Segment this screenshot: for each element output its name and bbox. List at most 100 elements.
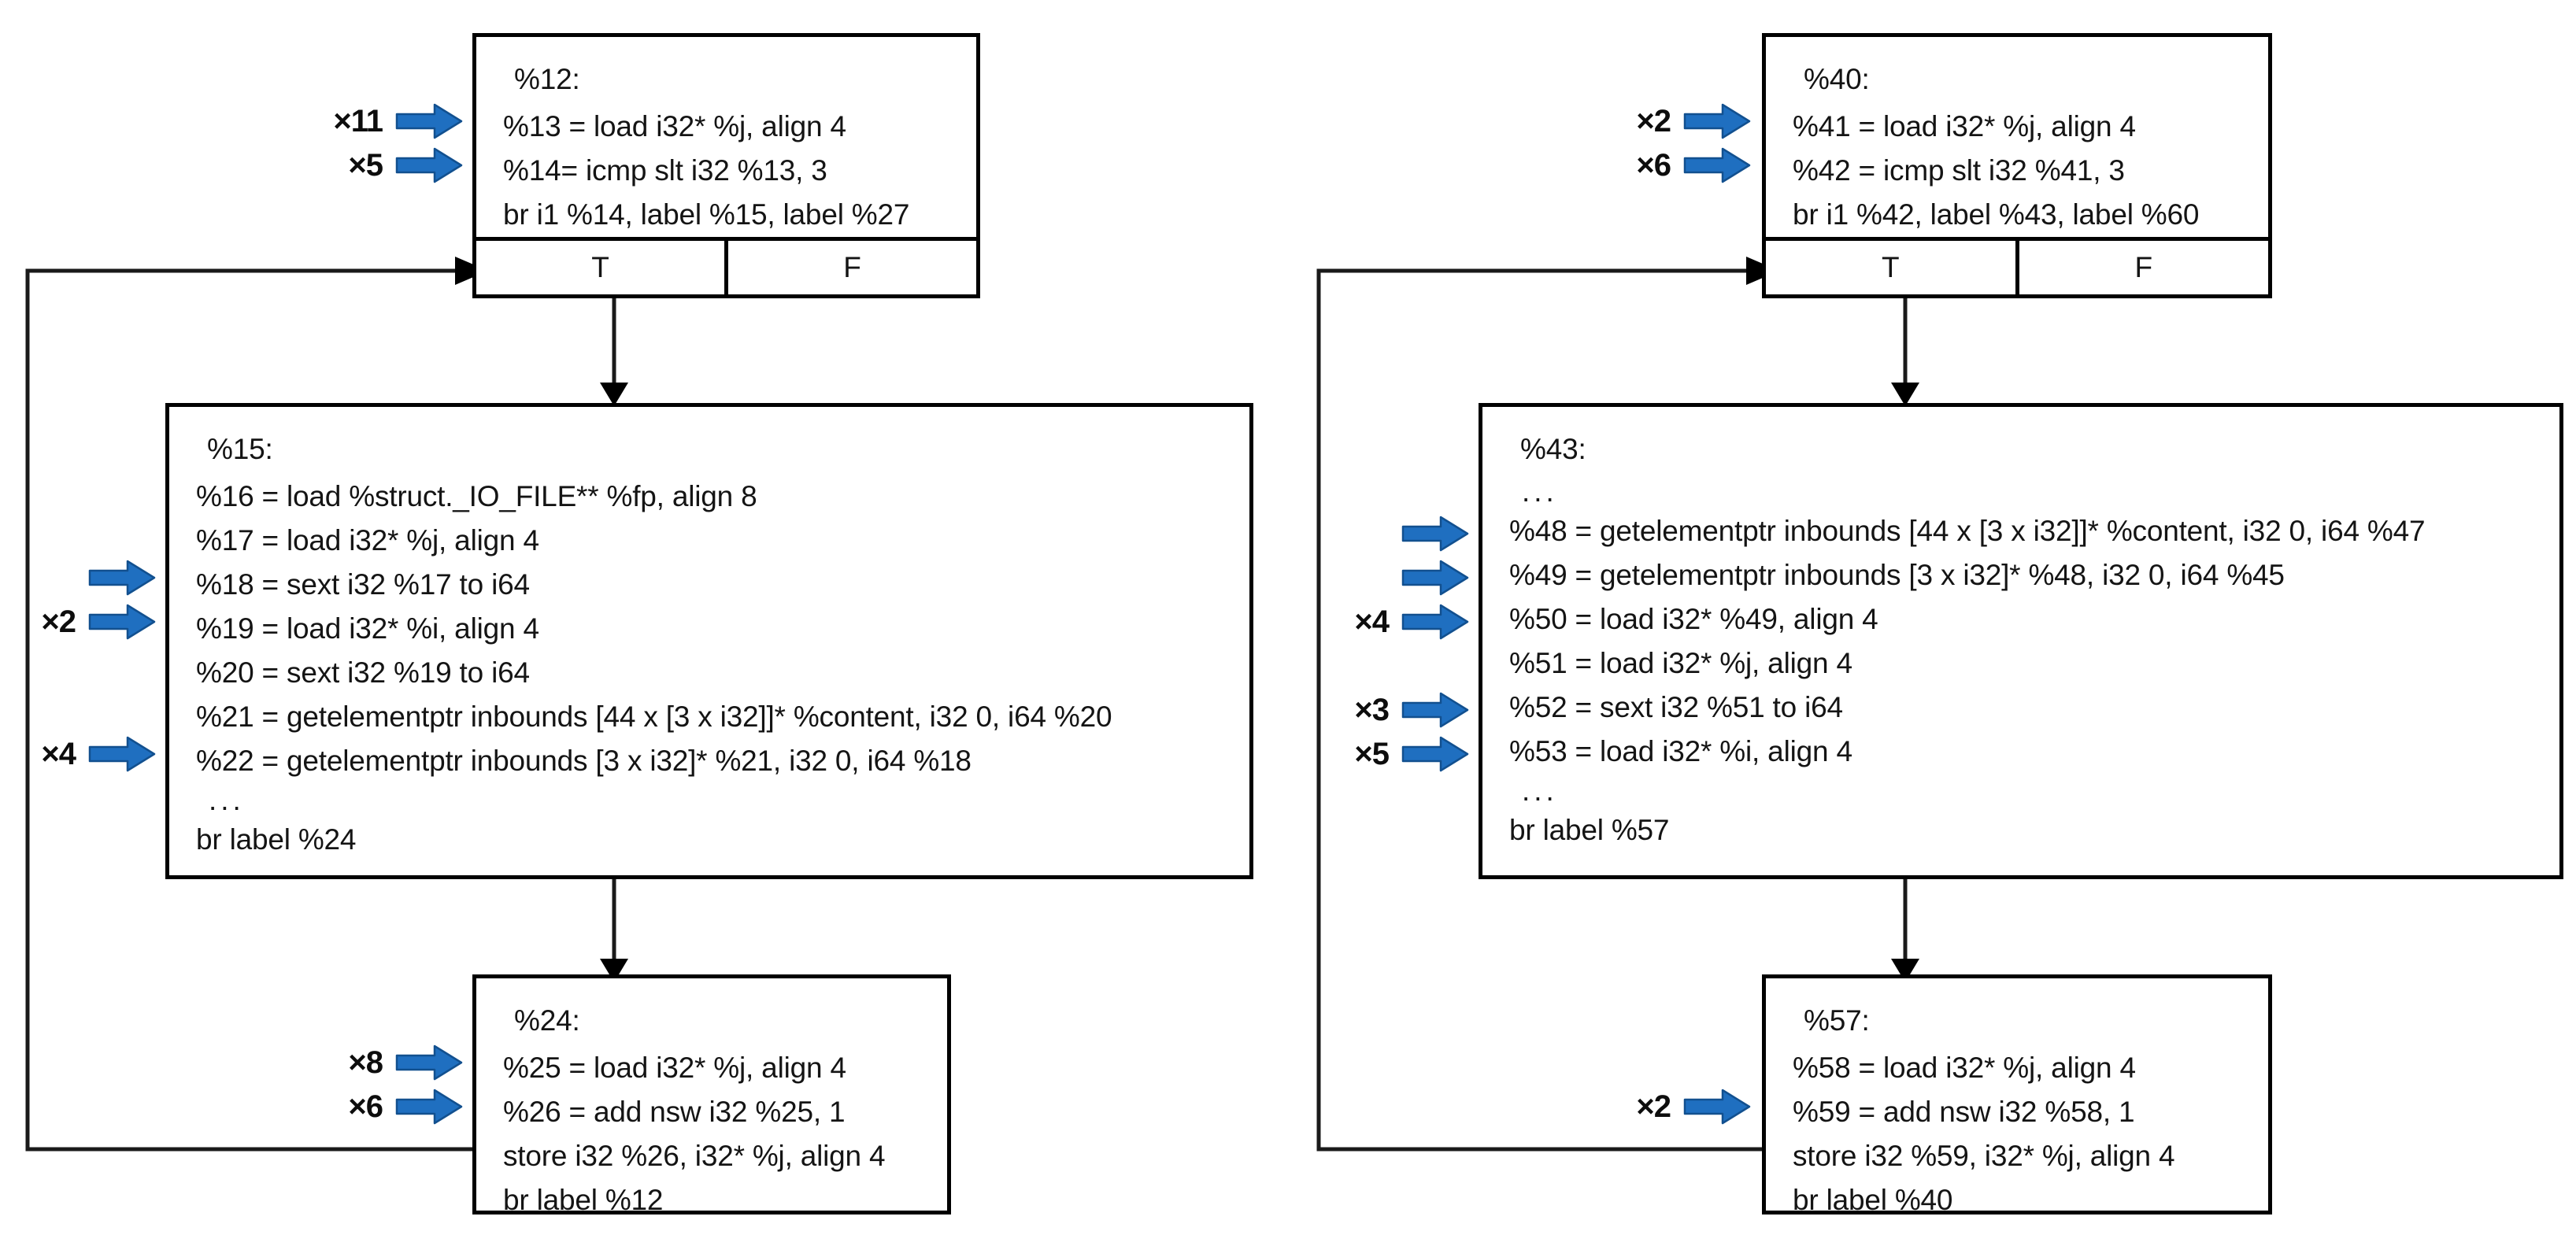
bb57-line-0: %58 = load i32* %j, align 4 [1793,1052,2136,1084]
bb12-branch-true[interactable]: T [476,241,728,294]
bb24-line-3: br label %12 [503,1184,664,1216]
bb12-line-2: br i1 %14, label %15, label %27 [503,198,910,231]
bb57-line-2: store i32 %59, i32* %j, align 4 [1793,1140,2175,1172]
right-arrow-icon [1401,736,1469,772]
annotation-bb40-line-1: ×6 [1595,143,1751,187]
annotation-bb43-line-3: ×4 [1313,600,1469,644]
right-arrow-icon [1683,103,1751,139]
edge-bb12-true-to-bb15 [583,296,646,410]
bb24-line-1: %26 = add nsw i32 %25, 1 [503,1096,846,1128]
bb12-line-0: %13 = load i32* %j, align 4 [503,110,846,142]
bb40-branch-row: T F [1766,237,2268,294]
bb15-body: %15: %16 = load %struct._IO_FILE** %fp, … [169,407,1249,879]
bb15-line-3: %19 = load i32* %i, align 4 [196,612,539,645]
bb40-line-1: %42 = icmp slt i32 %41, 3 [1793,154,2125,187]
basic-block-bb24[interactable]: %24: %25 = load i32* %j, align 4 %26 = a… [472,974,951,1216]
annotation-count: ×2 [1636,1089,1671,1124]
annotation-bb43-line-6: ×5 [1313,732,1469,776]
bb57-body: %57: %58 = load i32* %j, align 4 %59 = a… [1766,978,2268,1240]
bb43-line-2: %49 = getelementptr inbounds [3 x i32]* … [1509,559,2285,591]
bb57-line-1: %59 = add nsw i32 %58, 1 [1793,1096,2135,1128]
annotation-bb15-line-6: ×4 [0,732,156,776]
bb57-label: %57: [1804,1004,1870,1037]
annotation-bb12-line-0: ×11 [307,99,463,143]
bb15-line-5: %21 = getelementptr inbounds [44 x [3 x … [196,701,1112,733]
bb15-line-7: ... [209,784,245,816]
bb12-body: %12: %13 = load i32* %j, align 4 %14= ic… [476,37,976,254]
bb43-line-6: %53 = load i32* %i, align 4 [1509,735,1852,767]
annotation-count: ×6 [348,1089,383,1124]
right-arrow-icon [1683,1089,1751,1125]
annotation-count: ×8 [348,1044,383,1080]
bb43-line-4: %51 = load i32* %j, align 4 [1509,647,1852,679]
edge-bb24-to-bb12-backedge [0,236,488,1165]
basic-block-bb12[interactable]: %12: %13 = load i32* %j, align 4 %14= ic… [472,33,980,298]
basic-block-bb40[interactable]: %40: %41 = load i32* %j, align 4 %42 = i… [1762,33,2272,298]
right-arrow-icon [1401,516,1469,552]
bb40-label: %40: [1804,63,1870,95]
annotation-count: ×4 [1354,604,1390,639]
bb15-line-4: %20 = sext i32 %19 to i64 [196,656,530,689]
bb43-line-1: %48 = getelementptr inbounds [44 x [3 x … [1509,515,2426,547]
bb40-line-0: %41 = load i32* %j, align 4 [1793,110,2136,142]
right-arrow-icon [395,103,463,139]
bb43-line-5: %52 = sext i32 %51 to i64 [1509,691,1843,723]
annotation-count: ×5 [1354,736,1390,771]
bb40-body: %40: %41 = load i32* %j, align 4 %42 = i… [1766,37,2268,254]
bb15-label: %15: [207,433,273,465]
bb24-line-2: store i32 %26, i32* %j, align 4 [503,1140,886,1172]
bb12-line-1: %14= icmp slt i32 %13, 3 [503,154,827,187]
bb15-line-1: %17 = load i32* %j, align 4 [196,524,539,556]
basic-block-bb15[interactable]: %15: %16 = load %struct._IO_FILE** %fp, … [165,403,1253,879]
bb24-body: %24: %25 = load i32* %j, align 4 %26 = a… [476,978,947,1240]
bb43-line-3: %50 = load i32* %49, align 4 [1509,603,1878,635]
basic-block-bb57[interactable]: %57: %58 = load i32* %j, align 4 %59 = a… [1762,974,2272,1216]
right-arrow-icon [1401,604,1469,640]
bb12-label: %12: [514,63,580,95]
bb43-label: %43: [1520,433,1586,465]
annotation-bb15-line-3: ×2 [0,600,156,644]
annotation-count: ×11 [333,103,383,139]
annotation-count: ×5 [348,147,383,183]
edge-bb40-true-to-bb43 [1874,296,1937,410]
bb40-branch-false[interactable]: F [2134,251,2153,283]
bb43-line-7: ... [1522,775,1558,807]
bb15-line-2: %18 = sext i32 %17 to i64 [196,568,530,601]
bb57-line-3: br label %40 [1793,1184,1953,1216]
right-arrow-icon [395,147,463,183]
annotation-count: ×2 [1636,103,1671,139]
right-arrow-icon [88,560,156,596]
annotation-bb12-line-1: ×5 [307,143,463,187]
annotation-bb15-line-2 [0,556,156,600]
annotation-bb43-line-2 [1313,556,1469,600]
bb15-line-0: %16 = load %struct._IO_FILE** %fp, align… [196,480,757,512]
right-arrow-icon [395,1089,463,1125]
edge-bb43-to-bb57 [1874,875,1937,985]
annotation-bb40-line-0: ×2 [1595,99,1751,143]
annotation-bb43-line-1 [1313,512,1469,556]
right-arrow-icon [1683,147,1751,183]
bb40-branch-true[interactable]: T [1766,241,2019,294]
bb43-line-8: br label %57 [1509,814,1670,846]
annotation-count: ×2 [41,604,76,639]
bb43-line-0: ... [1522,475,1558,508]
right-arrow-icon [1401,692,1469,728]
bb24-line-0: %25 = load i32* %j, align 4 [503,1052,846,1084]
annotation-bb24-line-0: ×8 [307,1041,463,1085]
annotation-bb57-line-1: ×2 [1595,1085,1751,1129]
annotation-count: ×6 [1636,147,1671,183]
bb12-branch-row: T F [476,237,976,294]
bb43-body: %43: ... %48 = getelementptr inbounds [4… [1482,407,2559,870]
annotation-bb24-line-1: ×6 [307,1085,463,1129]
bb15-line-6: %22 = getelementptr inbounds [3 x i32]* … [196,745,972,777]
bb12-branch-false[interactable]: F [843,251,861,283]
annotation-bb43-line-5: ×3 [1313,688,1469,732]
right-arrow-icon [88,736,156,772]
annotation-count: ×4 [41,736,76,771]
edge-bb15-to-bb24 [583,875,646,985]
bb40-line-2: br i1 %42, label %43, label %60 [1793,198,2200,231]
annotation-count: ×3 [1354,692,1390,727]
right-arrow-icon [88,604,156,640]
basic-block-bb43[interactable]: %43: ... %48 = getelementptr inbounds [4… [1479,403,2563,879]
